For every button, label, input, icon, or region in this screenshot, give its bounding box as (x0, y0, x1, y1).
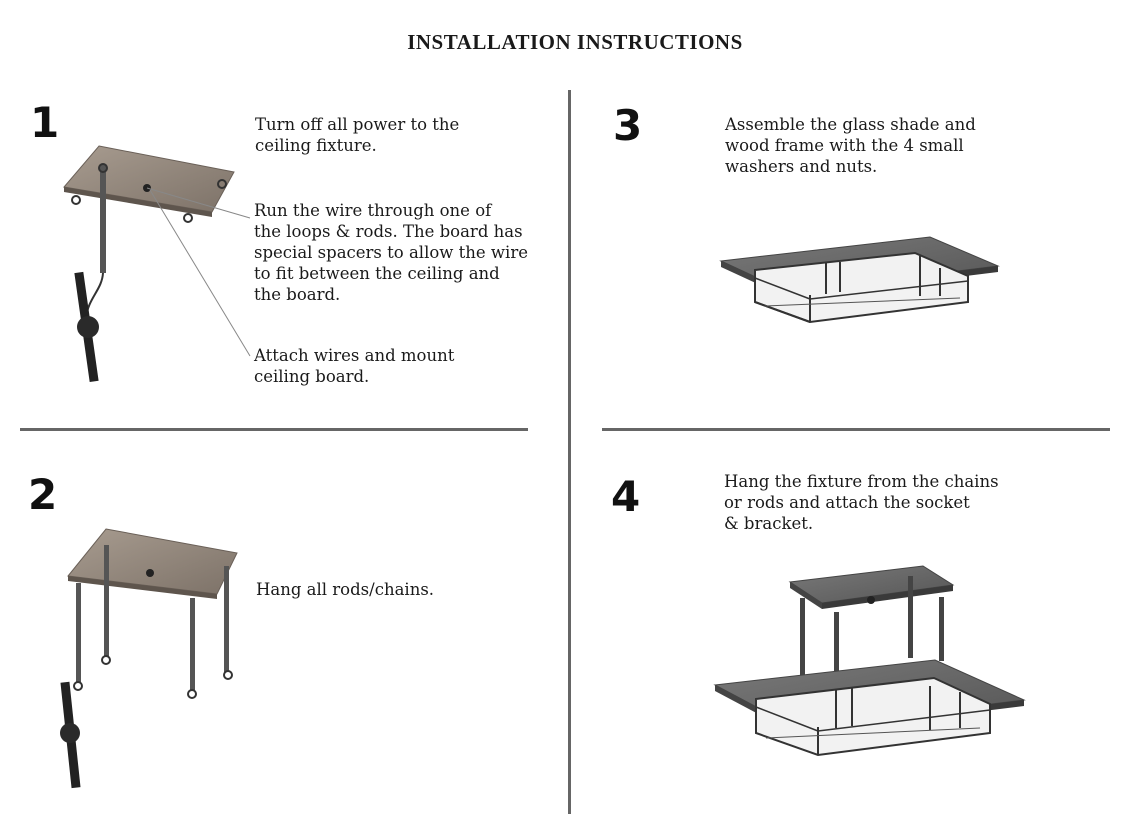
step-1-text-mount: Attach wires and mount ceiling board. (254, 346, 455, 386)
center-nut (146, 569, 154, 577)
step-1-text-wire: Run the wire through one of the loops & … (254, 201, 528, 304)
socket (77, 316, 99, 338)
step-4-complete-fixture-image (713, 565, 1026, 757)
step-2-text: Hang all rods/chains. (256, 580, 435, 599)
step-4-number: 4 (611, 472, 641, 521)
step-3-number: 3 (613, 101, 643, 150)
step-1-number: 1 (30, 98, 60, 147)
rod (834, 612, 839, 674)
horizontal-divider-left (20, 428, 528, 431)
rod (76, 583, 81, 683)
rod (800, 598, 805, 676)
loop-hook (98, 163, 108, 173)
step-3-assembled-shade-image (719, 236, 1000, 324)
rod (224, 566, 229, 672)
loop-hook (71, 195, 81, 205)
loop-hook (187, 689, 197, 699)
loop-hook (217, 179, 227, 189)
loop-hook (101, 655, 111, 665)
loop-hook (73, 681, 83, 691)
step-4-text: Hang the fixture from the chains or rods… (724, 472, 999, 533)
step-3-text: Assemble the glass shade and wood frame … (725, 115, 976, 176)
rod (100, 165, 106, 273)
loop-hook (223, 670, 233, 680)
loop-hook (183, 213, 193, 223)
vertical-divider (568, 90, 571, 814)
horizontal-divider-right (602, 428, 1110, 431)
step-2-hung-rods-image (60, 528, 238, 789)
rod (104, 545, 109, 657)
step-2-number: 2 (28, 470, 58, 519)
socket (60, 723, 80, 743)
rod (908, 576, 913, 658)
rod (939, 597, 944, 661)
center-nut (867, 596, 875, 604)
page-title: INSTALLATION INSTRUCTIONS (407, 30, 743, 54)
rod (190, 598, 195, 690)
step-1-text-power: Turn off all power to the ceiling fixtur… (255, 115, 460, 155)
ceiling-board (67, 528, 238, 595)
step-1-ceiling-board-image (63, 145, 251, 383)
